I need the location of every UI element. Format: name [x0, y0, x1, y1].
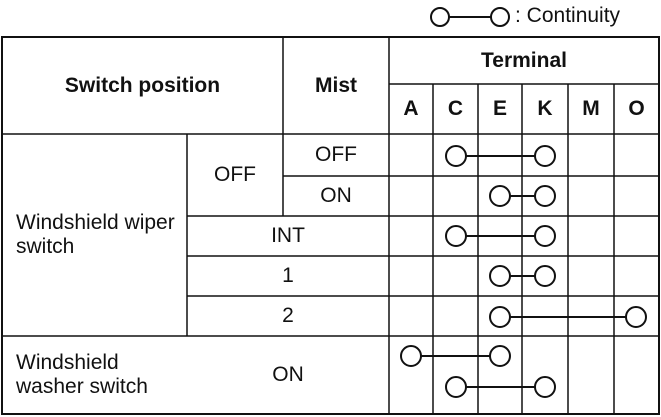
terminal-node-icon — [489, 185, 511, 207]
continuity-washer-0 — [400, 345, 511, 367]
continuity-washer-1 — [445, 376, 556, 398]
terminal-label-a: A — [403, 97, 419, 120]
washer-switch-label: Windshield washer switch — [16, 351, 148, 398]
terminal-node-icon — [489, 345, 511, 367]
terminal-node-icon — [534, 225, 556, 247]
terminal-node-icon — [445, 225, 467, 247]
terminal-label-m: M — [582, 97, 600, 120]
continuity-symbol-icon — [430, 7, 510, 27]
position-int-label: INT — [271, 224, 305, 247]
terminal-label-c: C — [447, 97, 464, 120]
switch-position-header: Switch position — [64, 73, 221, 97]
terminal-node-icon — [534, 145, 556, 167]
position-2-label: 2 — [282, 304, 294, 327]
terminal-node-icon — [534, 265, 556, 287]
continuity-legend: : Continuity — [428, 3, 661, 29]
table-border — [1, 36, 660, 415]
washer-on-label: ON — [272, 363, 304, 386]
off-group-label: OFF — [214, 163, 256, 186]
terminal-node-icon — [445, 145, 467, 167]
continuity-wiper-row-3 — [489, 265, 556, 287]
continuity-wiper-row-1 — [489, 185, 556, 207]
terminal-node-icon — [445, 376, 467, 398]
mist-header: Mist — [315, 73, 357, 97]
terminal-node-icon — [534, 185, 556, 207]
continuity-wiper-row-4 — [489, 306, 647, 328]
terminal-label-o: O — [628, 97, 645, 120]
mist-off-label: OFF — [315, 143, 357, 166]
terminal-node-icon — [489, 265, 511, 287]
terminal-header: Terminal — [481, 48, 567, 72]
continuity-wiper-row-2 — [445, 225, 556, 247]
wiper-switch-label: Windshield wiper switch — [16, 211, 175, 258]
terminal-label-e: E — [492, 97, 507, 120]
continuity-wiper-row-0 — [445, 145, 556, 167]
terminal-node-icon — [625, 306, 647, 328]
terminal-label-k: K — [537, 97, 553, 120]
position-1-label: 1 — [282, 264, 294, 287]
terminal-node-icon — [534, 376, 556, 398]
mist-on-label: ON — [320, 184, 352, 207]
terminal-node-icon — [489, 306, 511, 328]
legend-label: : Continuity — [515, 4, 621, 27]
terminal-node-icon — [400, 345, 422, 367]
continuity-markers — [400, 145, 647, 398]
